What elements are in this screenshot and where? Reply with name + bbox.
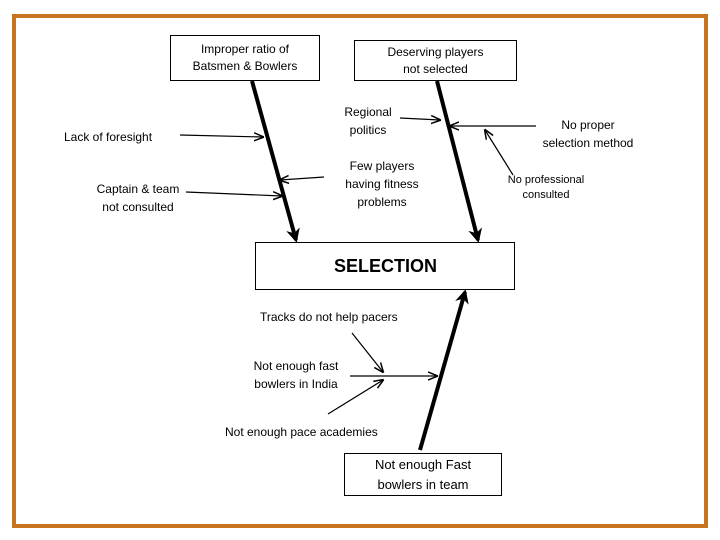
bone-fast-bowlers	[418, 289, 469, 451]
cause-box-improper-ratio: Improper ratio of Batsmen & Bowlers	[170, 35, 320, 81]
cause-text: Deserving players	[387, 44, 484, 59]
label-fitness: Few players having fitness problems	[334, 157, 430, 211]
cause-text: Batsmen & Bowlers	[192, 59, 298, 73]
cause-box-deserving-players: Deserving players not selected	[354, 40, 517, 81]
label-regional-politics: Regional politics	[338, 103, 398, 139]
label-line: problems	[357, 195, 407, 209]
label-captain-team: Captain & team not consulted	[86, 180, 190, 216]
bone-deserving-players	[435, 80, 482, 243]
cause-box-fast-bowlers: Not enough Fast bowlers in team	[344, 453, 502, 496]
label-line: having fitness	[345, 177, 419, 191]
effect-box-selection: SELECTION	[255, 242, 515, 290]
label-line: consulted	[522, 189, 570, 201]
arrow-fitness	[280, 177, 325, 180]
label-no-proper-method: No proper selection method	[528, 116, 648, 152]
effect-title: SELECTION	[334, 255, 438, 276]
label-lack-of-foresight: Lack of foresight	[64, 130, 153, 144]
arrow-no-professional	[485, 130, 514, 176]
label-line: No proper	[561, 118, 615, 132]
arrow-tracks	[351, 332, 383, 372]
cause-text: Improper ratio of	[200, 42, 290, 56]
label-line: Captain & team	[96, 182, 180, 196]
label-line: not consulted	[102, 200, 174, 214]
cause-text: not selected	[403, 61, 468, 76]
label-line: Regional	[344, 105, 392, 119]
cause-text: bowlers in team	[377, 476, 469, 492]
label-line: Few players	[349, 159, 415, 173]
label-pace-academies: Not enough pace academies	[225, 425, 378, 439]
arrow-captain-team	[185, 192, 282, 196]
arrow-pace-academies	[327, 380, 383, 415]
label-line: bowlers in India	[254, 377, 338, 391]
cause-text: Not enough Fast	[374, 456, 472, 472]
label-not-enough-fast-india: Not enough fast bowlers in India	[244, 357, 348, 393]
label-line: politics	[349, 123, 387, 137]
label-tracks: Tracks do not help pacers	[260, 310, 398, 324]
bone-improper-ratio	[250, 80, 300, 243]
label-line: selection method	[542, 136, 634, 150]
label-line: No professional	[507, 174, 585, 186]
label-no-professional: No professional consulted	[490, 173, 602, 203]
arrow-regional-politics	[399, 118, 440, 120]
label-line: Not enough fast	[253, 359, 339, 373]
arrow-lack-of-foresight	[179, 135, 263, 137]
